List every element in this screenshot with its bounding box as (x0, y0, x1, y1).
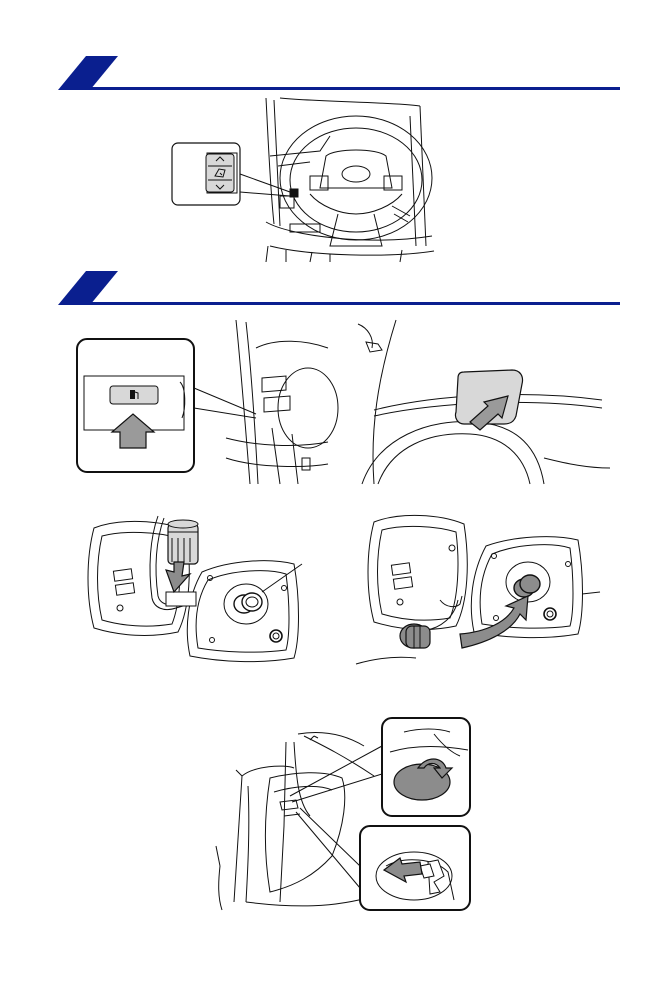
fuel-inlet-neck (234, 593, 262, 613)
section-2-rule (88, 302, 620, 305)
figure-remove-fuel-cap (80, 508, 312, 666)
fuel-door (455, 370, 522, 424)
switch-callout (172, 143, 290, 205)
fuel-inlet-panel (471, 537, 600, 638)
fuel-door-open (368, 515, 467, 629)
section-2-header (58, 271, 620, 305)
figure-push-fuel-door (348, 318, 612, 486)
rotate-arrow-icon (418, 759, 452, 778)
body-line (356, 657, 416, 664)
fuel-inlet-panel (187, 561, 302, 662)
figure-dashboard-switch (170, 96, 436, 264)
figure-fuel-door-button (76, 318, 328, 486)
mirror-fold-icon (215, 169, 225, 177)
lower-callout (296, 808, 470, 910)
fuel-pump-icon (130, 390, 138, 399)
section-1-tab (58, 56, 118, 90)
section-1-rule (88, 87, 620, 90)
section-2-tab (58, 271, 118, 305)
trunk-drawing (216, 733, 374, 911)
release-arrow-icon (384, 858, 422, 882)
figure-trunk-callouts (214, 716, 476, 912)
fuel-cap (400, 624, 430, 648)
fuel-button-callout (77, 339, 256, 472)
fuel-cap-tether (150, 516, 196, 610)
upper-callout (290, 718, 470, 816)
down-arrow-icon (166, 562, 190, 592)
dashboard-drawing (266, 98, 434, 262)
push-arrow-icon (470, 396, 508, 430)
door-panel-drawing (226, 320, 338, 484)
section-1-header (58, 56, 620, 90)
push-arrow-icon (112, 414, 154, 448)
curved-arrow-icon (460, 596, 528, 648)
figure-install-fuel-cap (356, 508, 604, 666)
fuel-cap (168, 520, 198, 564)
